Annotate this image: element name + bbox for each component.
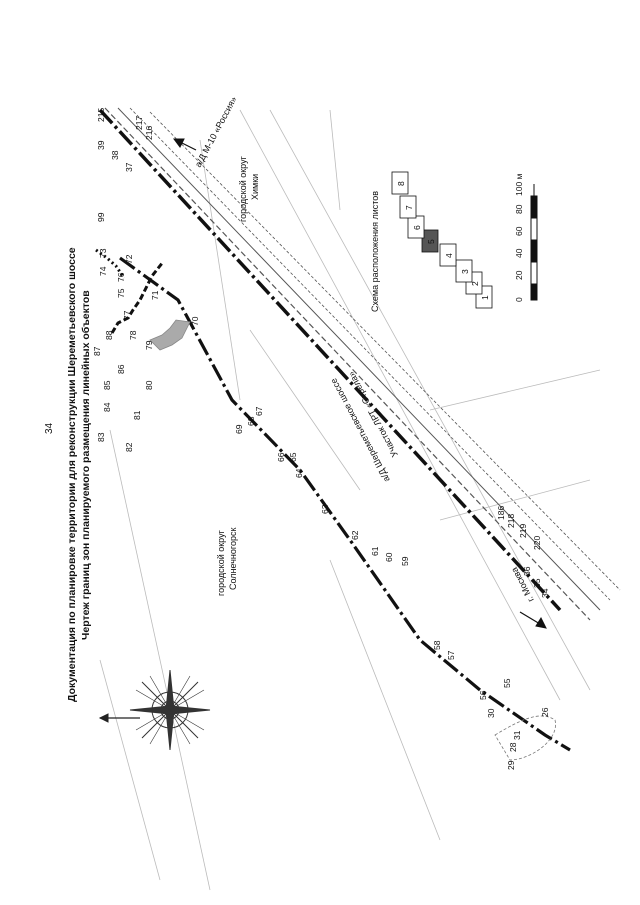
point-label: 37 bbox=[124, 162, 134, 172]
point-label: 218 bbox=[506, 514, 516, 528]
terrain-lines bbox=[99, 109, 601, 891]
road-arrow-icon bbox=[173, 138, 197, 151]
point-labels: 2628293031343536373839555657585960616263… bbox=[92, 108, 550, 770]
point-label: 31 bbox=[512, 730, 522, 740]
compass-rose-icon bbox=[129, 669, 211, 751]
sheet-scheme bbox=[391, 171, 493, 309]
sheet-number: 7 bbox=[404, 205, 414, 210]
point-label: 73 bbox=[98, 248, 108, 258]
point-label: 85 bbox=[102, 380, 112, 390]
sheet-scheme-title: Схема расположения листов bbox=[370, 191, 380, 312]
scale-tick-label: 40 bbox=[514, 248, 524, 258]
sheet-numbers: 1 2 3 4 5 6 7 8 bbox=[396, 181, 490, 300]
scale-tick-label: 0 bbox=[514, 297, 524, 302]
scale-tick-label: 60 bbox=[514, 226, 524, 236]
point-label: 76 bbox=[116, 272, 126, 282]
scale-bar bbox=[530, 184, 538, 301]
point-label: 62 bbox=[350, 530, 360, 540]
point-label: 69 bbox=[234, 424, 244, 434]
sheet-number: 8 bbox=[396, 181, 406, 186]
point-label: 38 bbox=[110, 150, 120, 160]
point-label: 220 bbox=[532, 536, 542, 550]
label-himki: городской округ bbox=[238, 155, 248, 222]
point-label: 215 bbox=[96, 108, 106, 122]
point-label: 82 bbox=[124, 442, 134, 452]
sheet-number: 2 bbox=[470, 281, 480, 286]
point-label: 74 bbox=[98, 266, 108, 276]
label-solnech-2: Солнечногорск bbox=[228, 528, 238, 590]
point-label: 67 bbox=[254, 406, 264, 416]
boundary-line-local bbox=[110, 261, 165, 334]
point-label: 186 bbox=[496, 506, 506, 520]
point-label: 34 bbox=[540, 588, 550, 598]
point-label: 36 bbox=[522, 566, 532, 576]
point-label: 216 bbox=[144, 126, 154, 140]
north-arrow-icon bbox=[98, 713, 140, 723]
point-label: 83 bbox=[96, 432, 106, 442]
point-label: 66 bbox=[276, 452, 286, 462]
point-label: 87 bbox=[92, 346, 102, 356]
point-label: 28 bbox=[508, 742, 518, 752]
point-label: 81 bbox=[132, 410, 142, 420]
scale-tick-label: 20 bbox=[514, 270, 524, 280]
point-label: 35 bbox=[532, 578, 542, 588]
label-road-m10: а/Д М-10 «Россия» bbox=[193, 95, 239, 169]
scale-ticks: 0 20 40 60 80 100 м bbox=[514, 173, 524, 302]
point-label: 30 bbox=[486, 708, 496, 718]
sheet-number: 4 bbox=[444, 253, 454, 258]
point-label: 77 bbox=[122, 310, 132, 320]
label-himki-2: Химки bbox=[250, 174, 260, 200]
point-label: 80 bbox=[144, 380, 154, 390]
point-label: 65 bbox=[288, 452, 298, 462]
point-label: 217 bbox=[134, 116, 144, 130]
point-label: 88 bbox=[104, 330, 114, 340]
scale-tick-label: 100 м bbox=[514, 173, 524, 196]
point-label: 57 bbox=[446, 650, 456, 660]
boundary-dotted bbox=[95, 248, 126, 279]
sheet-number: 5 bbox=[426, 239, 436, 244]
point-label: 72 bbox=[124, 254, 134, 264]
point-label: 78 bbox=[128, 330, 138, 340]
scale-tick-label: 80 bbox=[514, 204, 524, 214]
point-label: 79 bbox=[144, 340, 154, 350]
boundary-line-west bbox=[119, 256, 571, 752]
sheet-number: 1 bbox=[480, 295, 490, 300]
point-label: 84 bbox=[102, 402, 112, 412]
motorway-band bbox=[104, 107, 621, 621]
point-label: 39 bbox=[96, 140, 106, 150]
point-label: 29 bbox=[506, 760, 516, 770]
point-label: 70 bbox=[190, 316, 200, 326]
point-label: 75 bbox=[116, 288, 126, 298]
point-label: 56 bbox=[478, 690, 488, 700]
point-label: 59 bbox=[400, 556, 410, 566]
point-label: 219 bbox=[518, 524, 528, 538]
point-label: 58 bbox=[432, 640, 442, 650]
point-label: 63 bbox=[320, 504, 330, 514]
point-label: 64 bbox=[294, 468, 304, 478]
point-label: 61 bbox=[370, 546, 380, 556]
boundary-line-east bbox=[98, 108, 562, 612]
label-solnech: городской округ bbox=[216, 529, 226, 596]
point-label: 68 bbox=[246, 416, 256, 426]
road-loop bbox=[494, 715, 556, 761]
grey-area bbox=[149, 319, 191, 351]
point-label: 86 bbox=[116, 364, 126, 374]
moscow-arrow-icon bbox=[519, 611, 547, 629]
point-label: 55 bbox=[502, 678, 512, 688]
point-label: 60 bbox=[384, 552, 394, 562]
point-label: 99 bbox=[96, 212, 106, 222]
sheet-number: 3 bbox=[460, 269, 470, 274]
sheet-number: 6 bbox=[412, 225, 422, 230]
point-label: 26 bbox=[540, 707, 550, 717]
point-label: 71 bbox=[150, 290, 160, 300]
